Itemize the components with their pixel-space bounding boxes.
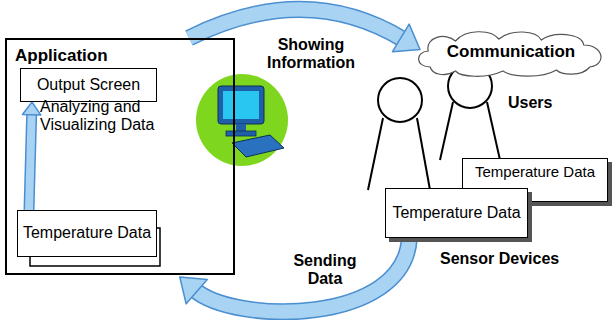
arrow-body [189, 9, 404, 39]
edge-label: Showing Information [256, 36, 366, 73]
caption-label: Users [508, 94, 552, 112]
data-card: Temperature Data [17, 210, 157, 257]
arrow-head [22, 102, 40, 115]
flow-arrow [22, 102, 40, 210]
node-text: Temperature Data [392, 204, 520, 222]
arrow-head [393, 24, 420, 52]
arrow-outline [29, 113, 32, 210]
arrow-outline [189, 9, 404, 39]
cloud-shape: Communication [410, 27, 612, 77]
arrow-head [180, 277, 207, 304]
panel-heading: Application [15, 46, 108, 66]
node-text: Communication [447, 42, 575, 62]
node-text: Temperature Data [23, 224, 151, 242]
computer-icon [196, 74, 288, 166]
caption-label: Sensor Devices [440, 250, 559, 268]
data-card: Temperature Data [385, 188, 528, 238]
node-text: Temperature Data [475, 163, 595, 180]
edge-label: Analyzing and Visualizing Data [40, 98, 175, 135]
node-text: Output Screen [37, 76, 140, 94]
application-panel: ApplicationOutput ScreenTemperature Data [5, 38, 235, 275]
process-box: Output Screen [20, 68, 157, 102]
edge-label: Sending Data [280, 252, 370, 289]
arrow-body [29, 113, 32, 210]
